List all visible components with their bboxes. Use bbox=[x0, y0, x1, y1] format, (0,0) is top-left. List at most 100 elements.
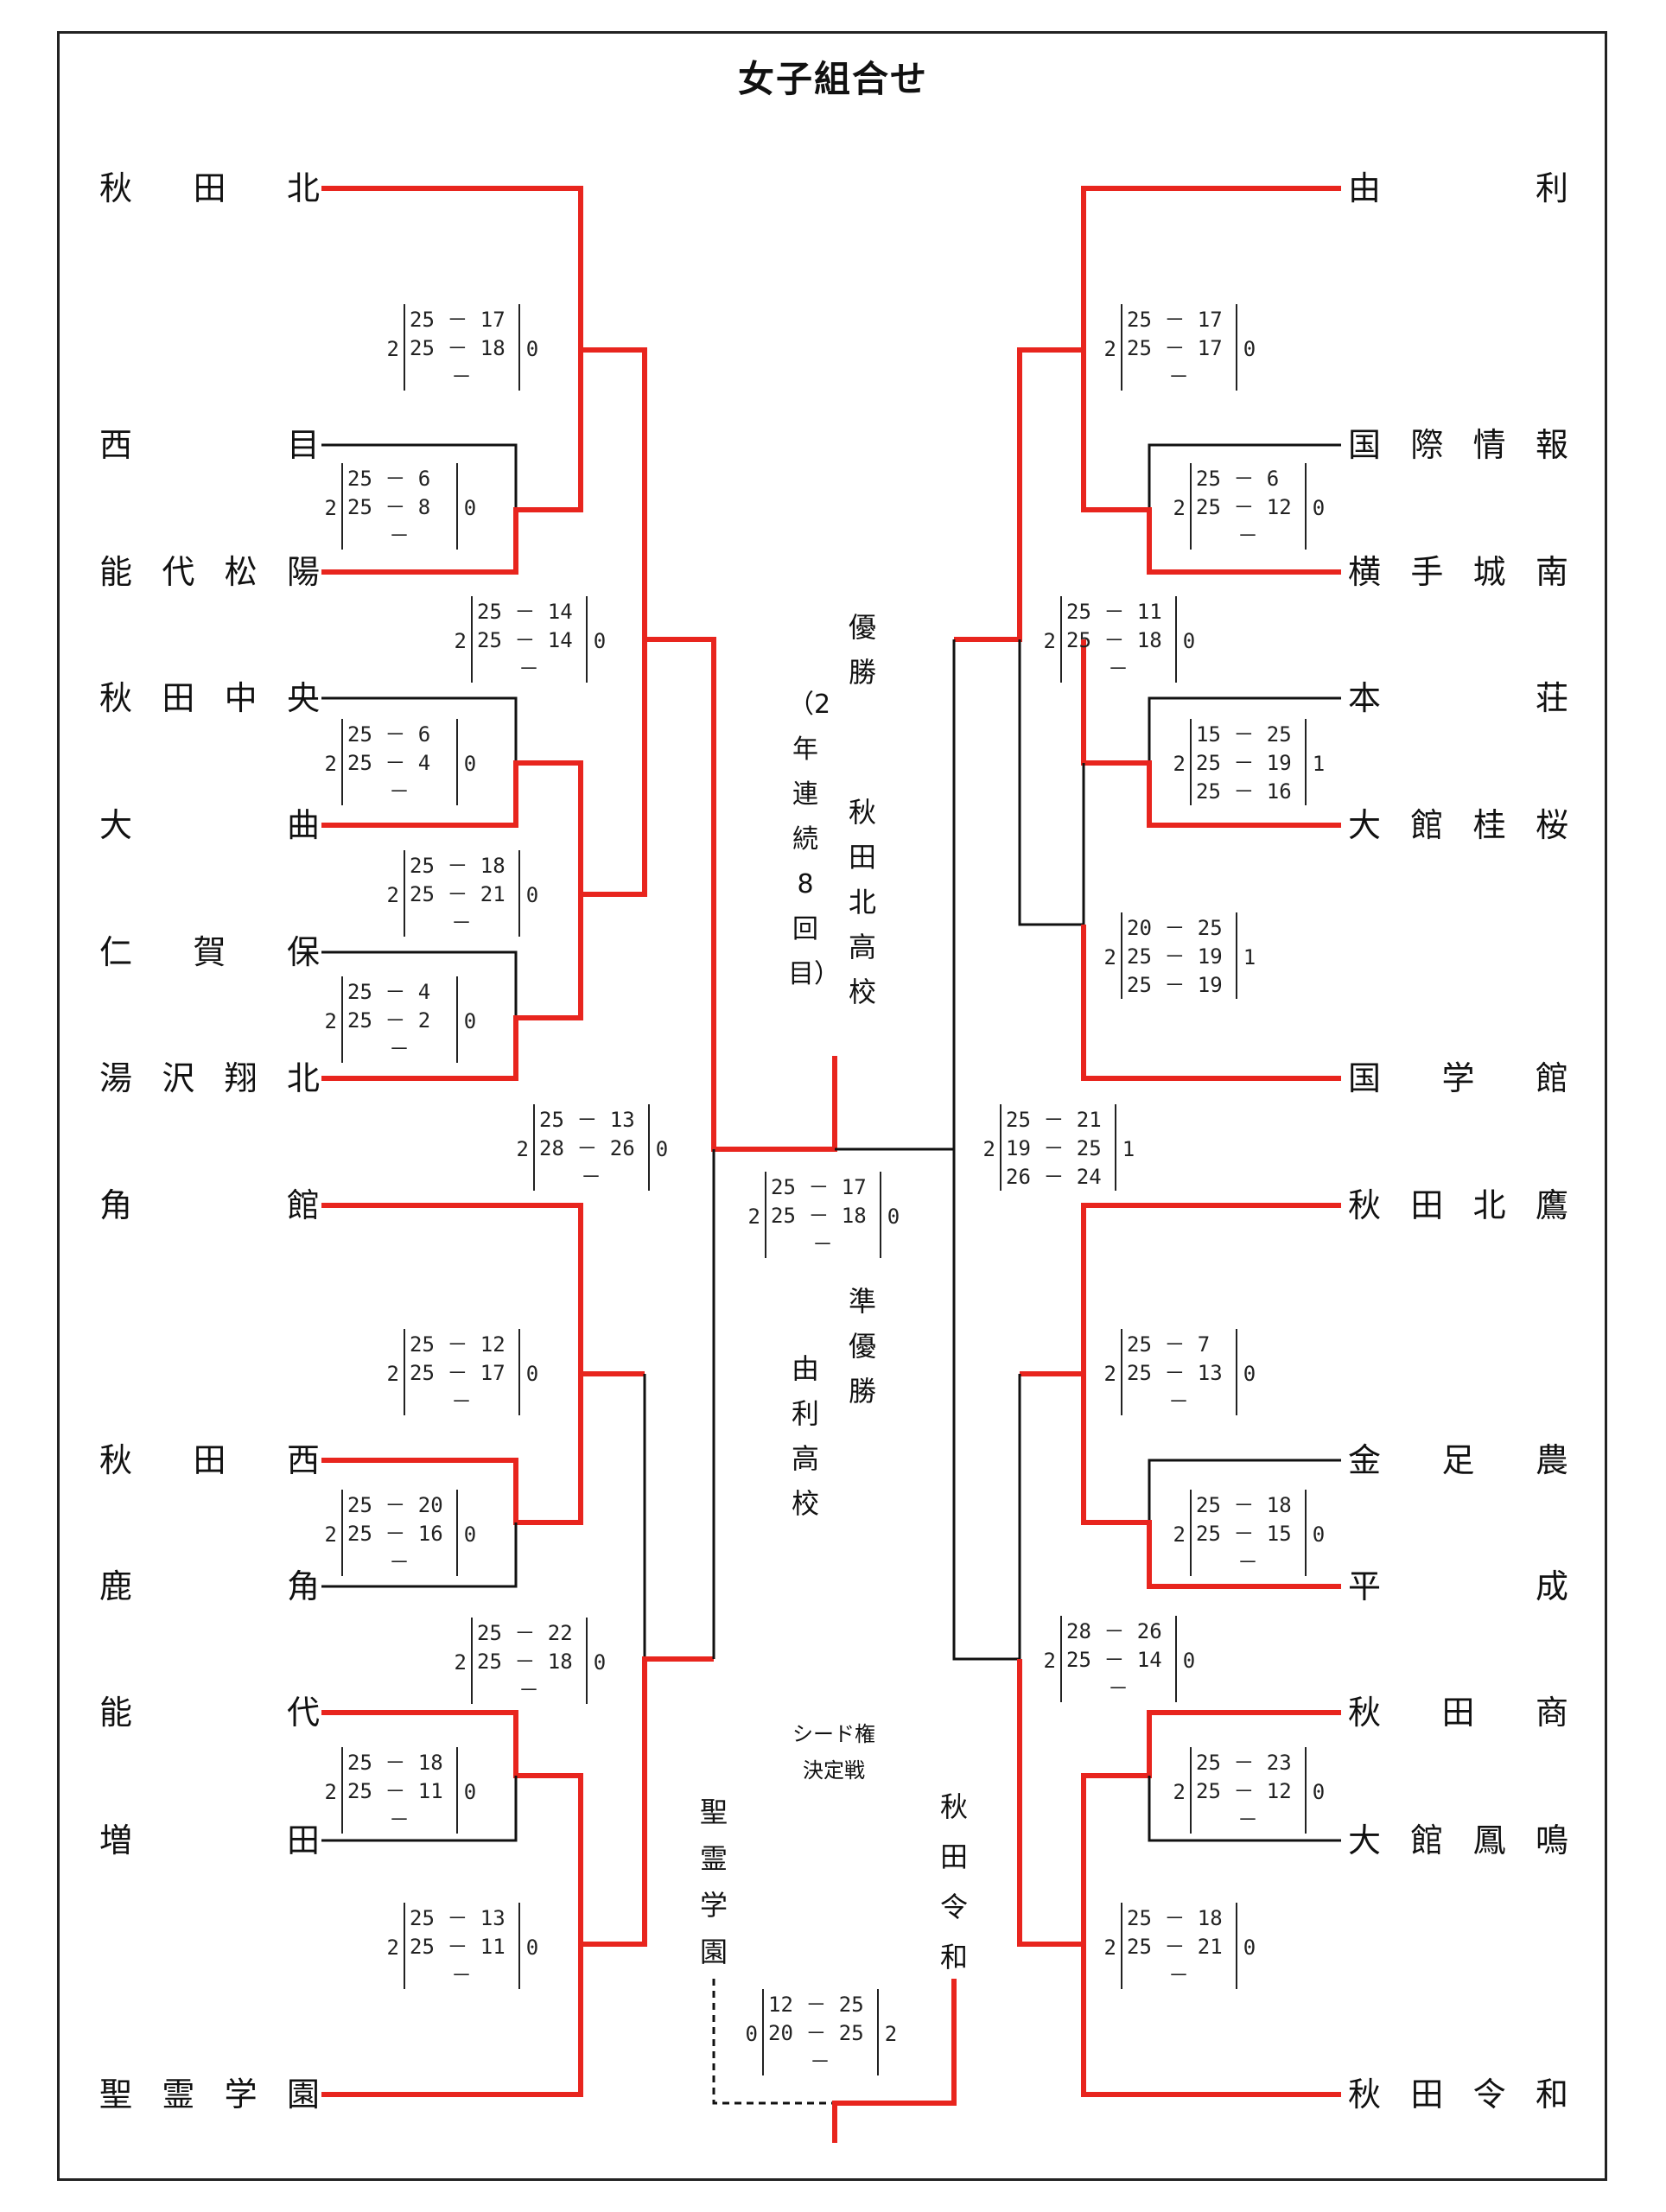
team-char: 田 bbox=[1441, 1694, 1475, 1732]
set-score-2: 25 － 11 bbox=[410, 1935, 506, 1959]
winner-path-5 bbox=[321, 639, 647, 897]
set-score-2: 25 － 19 bbox=[1196, 751, 1292, 775]
sets-won-right: 0 bbox=[525, 1362, 539, 1386]
left-team-13: 聖霊学園 bbox=[99, 2070, 320, 2119]
set-score-1: 25 － 13 bbox=[410, 1906, 506, 1930]
champion-note: （2年連続8回目） bbox=[788, 690, 840, 989]
champion-team: 秋田北高校 bbox=[848, 796, 876, 1008]
set-score-2: 28 － 26 bbox=[539, 1136, 635, 1160]
score-divider-right bbox=[518, 304, 520, 391]
team-char: 報 bbox=[1535, 426, 1568, 464]
score-divider-left bbox=[762, 1989, 764, 2075]
team-char: 陽 bbox=[286, 553, 320, 591]
sets-won-right: 0 bbox=[463, 496, 477, 520]
score-divider-left bbox=[341, 1747, 343, 1834]
team-char: 鳴 bbox=[1535, 1821, 1568, 1859]
set-score-1: 25 － 22 bbox=[477, 1621, 573, 1645]
winner-path-30 bbox=[1081, 1944, 1341, 2097]
team-char: 和 bbox=[1535, 2075, 1568, 2113]
team-char: 令 bbox=[1472, 2075, 1506, 2113]
sets-won-left: 0 bbox=[745, 2022, 758, 2046]
set-score-1: 25 － 4 bbox=[347, 980, 431, 1004]
sets-won-right: 0 bbox=[1243, 337, 1256, 361]
set-score-2: 25 － 21 bbox=[410, 882, 506, 906]
team-char: 大 bbox=[1348, 806, 1382, 844]
set-score-1: 28 － 26 bbox=[1066, 1619, 1162, 1643]
score-divider-left bbox=[533, 1104, 535, 1191]
set-score-1: 20 － 25 bbox=[1127, 916, 1223, 940]
set-score-1: 25 － 17 bbox=[410, 308, 506, 332]
team-char: 鳳 bbox=[1472, 1821, 1506, 1859]
set-score-3: － bbox=[389, 1550, 410, 1574]
team-char: 平 bbox=[1348, 1567, 1382, 1605]
score-divider-left bbox=[1121, 1329, 1122, 1415]
set-score-3: － bbox=[1237, 1550, 1258, 1574]
score-divider-right bbox=[1175, 596, 1177, 683]
set-score-1: 25 － 12 bbox=[410, 1332, 506, 1357]
sets-won-left: 2 bbox=[324, 1522, 337, 1547]
sets-won-right: 0 bbox=[1182, 1649, 1196, 1673]
right-team-7: 秋田北鷹 bbox=[1348, 1181, 1568, 1230]
team-char: 商 bbox=[1535, 1694, 1568, 1732]
sets-won-right: 1 bbox=[1312, 752, 1326, 776]
winner-path-24 bbox=[1020, 1203, 1341, 1376]
set-score-1: 25 － 7 bbox=[1127, 1332, 1211, 1357]
sets-won-left: 2 bbox=[386, 1936, 399, 1960]
team-char: 角 bbox=[99, 1186, 133, 1224]
sets-won-left: 2 bbox=[386, 1362, 399, 1386]
team-char: 館 bbox=[1535, 1059, 1568, 1097]
sets-won-left: 2 bbox=[982, 1137, 995, 1161]
set-score-2: 25 － 2 bbox=[347, 1008, 431, 1033]
sets-won-left: 2 bbox=[1103, 337, 1116, 361]
team-char: 館 bbox=[1410, 1821, 1444, 1859]
team-char: 利 bbox=[1535, 169, 1568, 207]
left-team-9: 秋田西 bbox=[99, 1436, 320, 1484]
score-divider-left bbox=[471, 1618, 473, 1704]
team-char: 霊 bbox=[162, 2075, 195, 2113]
left-team-6: 仁賀保 bbox=[99, 928, 320, 976]
sets-won-left: 2 bbox=[1043, 1649, 1056, 1673]
set-score-1: 25 － 18 bbox=[410, 854, 506, 878]
set-score-1: 12 － 25 bbox=[768, 1993, 864, 2017]
team-char: 農 bbox=[1535, 1441, 1568, 1479]
sets-won-right: 0 bbox=[463, 1009, 477, 1033]
set-score-3: － bbox=[1168, 1963, 1189, 1987]
score-divider-left bbox=[1121, 1903, 1122, 1989]
set-score-3: 26 － 24 bbox=[1006, 1165, 1102, 1189]
score-divider-right bbox=[1236, 1329, 1237, 1415]
set-score-3: － bbox=[518, 1678, 539, 1702]
set-score-3: － bbox=[581, 1165, 601, 1189]
set-score-3: － bbox=[1108, 1676, 1129, 1700]
left-team-12: 増田 bbox=[99, 1816, 320, 1865]
right-team-5: 大館桂桜 bbox=[1348, 801, 1568, 849]
team-char: 角 bbox=[286, 1567, 320, 1605]
champion-label: 優勝 bbox=[848, 611, 876, 689]
sets-won-left: 2 bbox=[386, 883, 399, 907]
score-divider-right bbox=[586, 596, 588, 683]
team-char: 能 bbox=[99, 553, 133, 591]
team-char: 田 bbox=[193, 169, 226, 207]
team-char: 園 bbox=[286, 2075, 320, 2113]
winner-path-7 bbox=[321, 894, 583, 1081]
right-team-12: 秋田令和 bbox=[1348, 2070, 1568, 2119]
score-divider-left bbox=[1121, 912, 1122, 999]
team-char: 横 bbox=[1348, 553, 1382, 591]
seed-label-1: シード権 bbox=[792, 1722, 875, 1746]
team-char: 保 bbox=[286, 933, 320, 971]
set-score-3: － bbox=[1168, 365, 1189, 389]
team-char: 田 bbox=[193, 1441, 226, 1479]
team-char: 鹿 bbox=[99, 1567, 133, 1605]
team-char: 北 bbox=[286, 1059, 320, 1097]
sets-won-left: 2 bbox=[1173, 1522, 1186, 1547]
set-score-1: 25 － 6 bbox=[1196, 467, 1280, 491]
sets-won-left: 2 bbox=[324, 1009, 337, 1033]
team-char: 西 bbox=[286, 1441, 320, 1479]
